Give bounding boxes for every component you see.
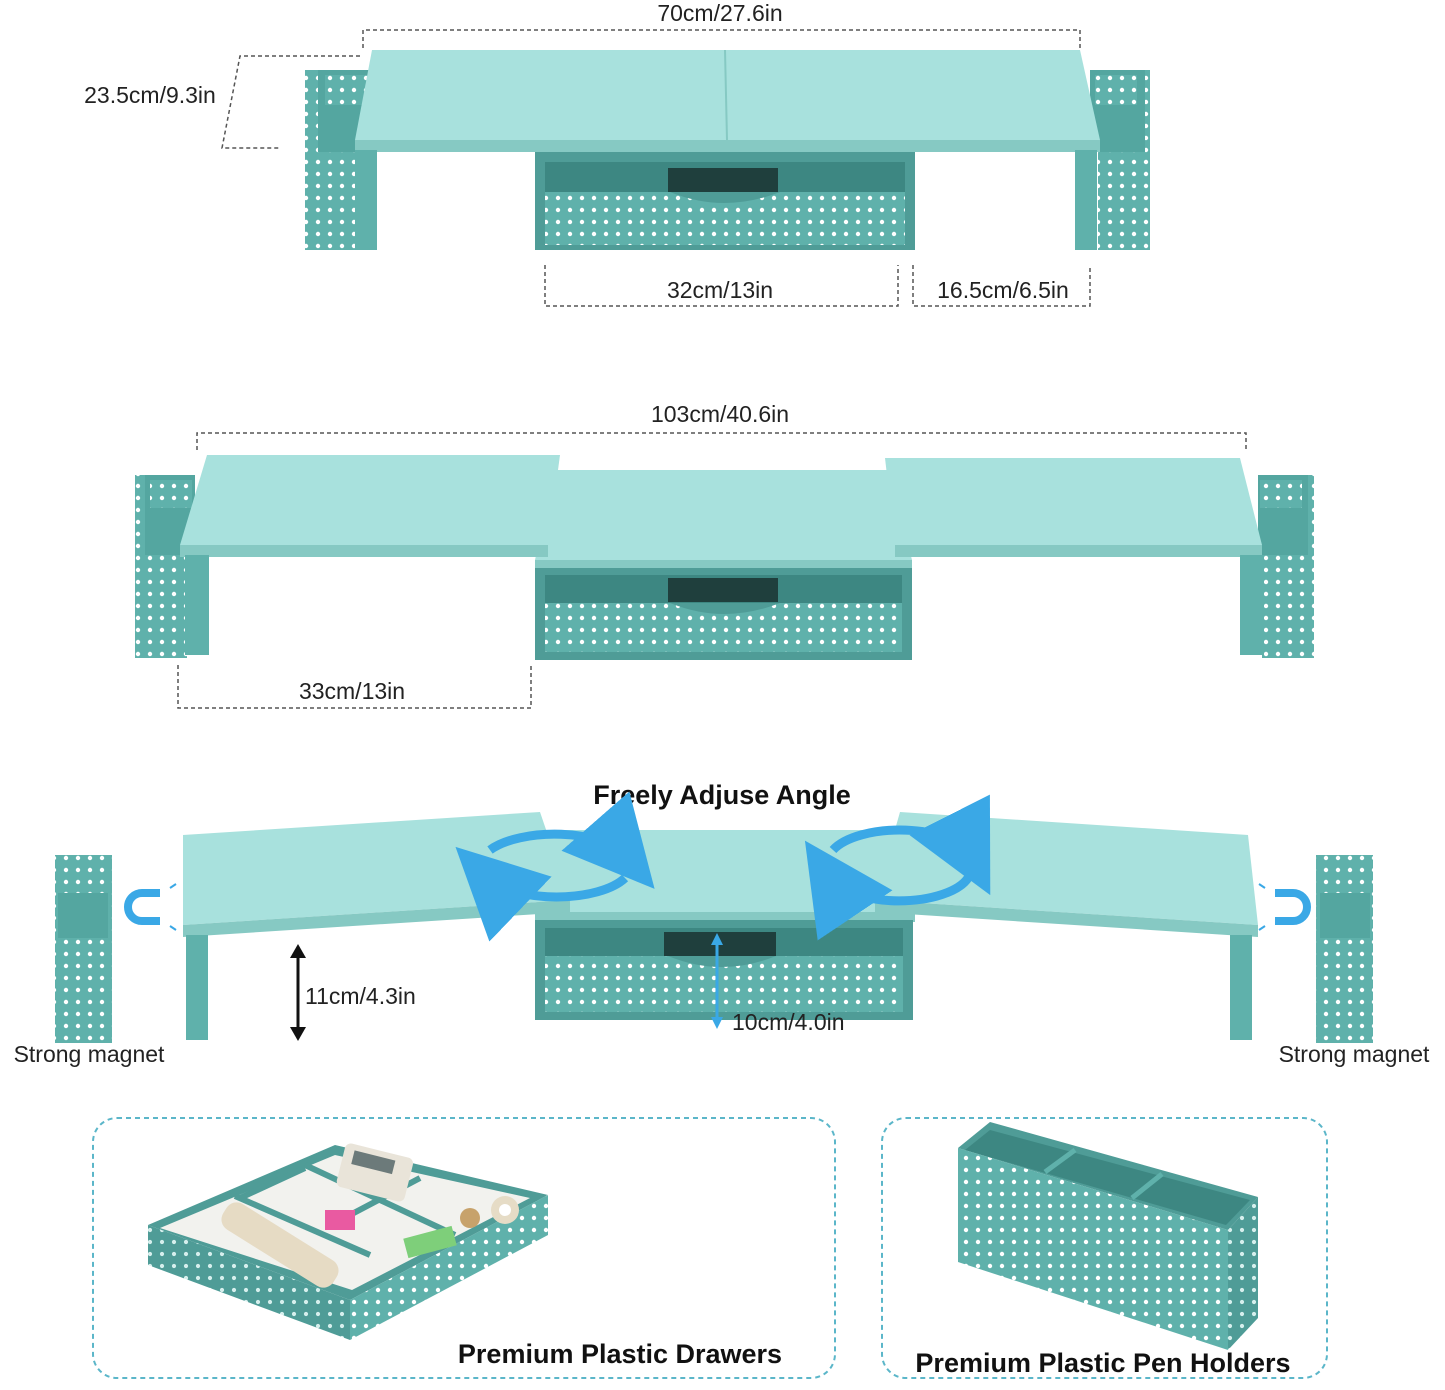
dimension-lines-1 bbox=[221, 29, 1091, 307]
side-compartment-label: 16.5cm/6.5in bbox=[937, 277, 1069, 303]
drawer-extended bbox=[535, 568, 912, 660]
pen-holder-left-2 bbox=[135, 475, 195, 658]
pen-holder-right bbox=[1090, 70, 1150, 250]
drawer-angle-view bbox=[535, 920, 913, 1020]
magnet-right-icon bbox=[1258, 883, 1311, 931]
drawer-height-arrow-icon bbox=[711, 933, 723, 1029]
stand-compact-view bbox=[305, 49, 1150, 250]
width-label-compact: 70cm/27.6in bbox=[657, 0, 782, 26]
wing-width-label: 33cm/13in bbox=[299, 678, 405, 704]
drawer-compact bbox=[535, 152, 915, 250]
pen-holder-panel-caption: Premium Plastic Pen Holders bbox=[915, 1348, 1290, 1378]
magnet-left-icon bbox=[124, 883, 177, 931]
rotate-arrow-left-icon bbox=[455, 791, 655, 942]
stand-height-label: 11cm/4.3in bbox=[305, 983, 416, 1009]
width-label-extended: 103cm/40.6in bbox=[651, 401, 789, 427]
drawer-height-label: 10cm/4.0in bbox=[732, 1009, 845, 1035]
height-arrow-icon bbox=[290, 944, 306, 1041]
magnet-label-right: Strong magnet bbox=[1279, 1041, 1430, 1067]
pen-holder-detail-panel bbox=[881, 1117, 1328, 1379]
magnet-label-left: Strong magnet bbox=[14, 1041, 165, 1067]
pen-holder-right-detached bbox=[1316, 855, 1373, 1043]
rotate-arrow-right-icon bbox=[804, 794, 991, 941]
drawer-panel-caption: Premium Plastic Drawers bbox=[458, 1339, 782, 1369]
drawer-width-label: 32cm/13in bbox=[667, 277, 773, 303]
depth-label: 23.5cm/9.3in bbox=[84, 82, 216, 108]
section-title-angle: Freely Adjuse Angle bbox=[593, 780, 851, 810]
drawer-detail-panel bbox=[92, 1117, 836, 1379]
pen-holder-left-detached bbox=[55, 855, 112, 1043]
stand-extended-view bbox=[135, 455, 1314, 660]
stand-angle-view bbox=[55, 812, 1373, 1043]
pen-holder-right-2 bbox=[1258, 475, 1314, 658]
dimension-lines-2 bbox=[177, 432, 1247, 709]
